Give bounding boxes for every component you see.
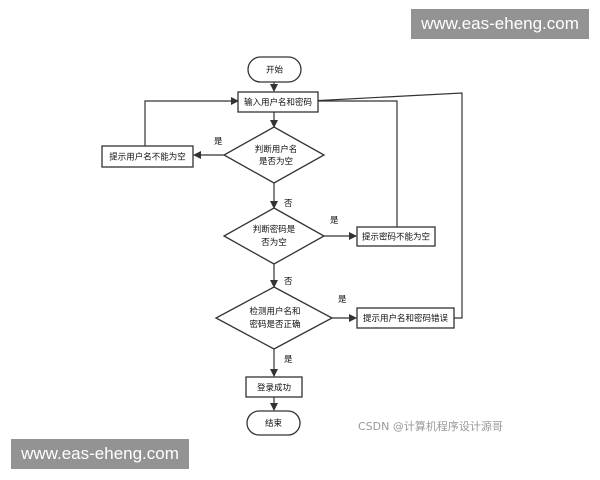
label-yes-user: 是 bbox=[214, 137, 223, 147]
node-start: 开始 bbox=[247, 56, 302, 83]
connectors bbox=[144, 82, 463, 411]
node-success-label: 登录成功 bbox=[257, 383, 291, 394]
label-yes-pwd: 是 bbox=[330, 216, 339, 226]
node-hint-user-label: 提示用户名不能为空 bbox=[109, 152, 186, 163]
edge-hint-both-loop bbox=[309, 92, 463, 319]
node-check-user: 判断用户名 是否为空 bbox=[222, 126, 326, 184]
watermark-top: www.eas-eheng.com bbox=[411, 9, 589, 39]
node-end: 结束 bbox=[246, 410, 301, 436]
node-check-pwd-line1: 判断密码是 bbox=[253, 224, 296, 235]
node-input-label: 输入用户名和密码 bbox=[244, 97, 312, 108]
node-success: 登录成功 bbox=[245, 376, 303, 398]
node-hint-pwd: 提示密码不能为空 bbox=[356, 226, 436, 247]
edge-hint-user-loop bbox=[144, 97, 239, 146]
node-check-pwd: 判断密码是 否为空 bbox=[222, 207, 326, 265]
node-hint-pwd-label: 提示密码不能为空 bbox=[362, 232, 430, 243]
label-yes-success: 是 bbox=[284, 355, 293, 365]
node-hint-both-label: 提示用户名和密码错误 bbox=[363, 313, 449, 324]
edge-labels: 是 否 是 否 是 是 bbox=[214, 137, 347, 365]
watermark-bottom: www.eas-eheng.com bbox=[11, 439, 189, 469]
node-hint-user: 提示用户名不能为空 bbox=[101, 145, 194, 168]
label-no-pwd: 否 bbox=[284, 277, 293, 287]
csdn-credit: CSDN @计算机程序设计源哥 bbox=[358, 420, 503, 433]
node-check-user-line1: 判断用户名 bbox=[255, 144, 298, 155]
node-input: 输入用户名和密码 bbox=[237, 91, 319, 113]
label-no-user: 否 bbox=[284, 199, 293, 209]
node-check-both-line2: 密码是否正确 bbox=[249, 319, 300, 330]
node-check-both-line1: 检测用户名和 bbox=[249, 306, 300, 317]
node-check-pwd-line2: 否为空 bbox=[261, 237, 287, 248]
node-check-user-line2: 是否为空 bbox=[259, 156, 293, 167]
node-check-both: 检测用户名和 密码是否正确 bbox=[214, 286, 334, 350]
label-yes-both: 是 bbox=[338, 295, 347, 305]
edge-hint-pwd-loop bbox=[309, 97, 398, 227]
node-start-label: 开始 bbox=[266, 65, 284, 76]
node-hint-both: 提示用户名和密码错误 bbox=[356, 307, 455, 329]
node-end-label: 结束 bbox=[265, 418, 283, 429]
